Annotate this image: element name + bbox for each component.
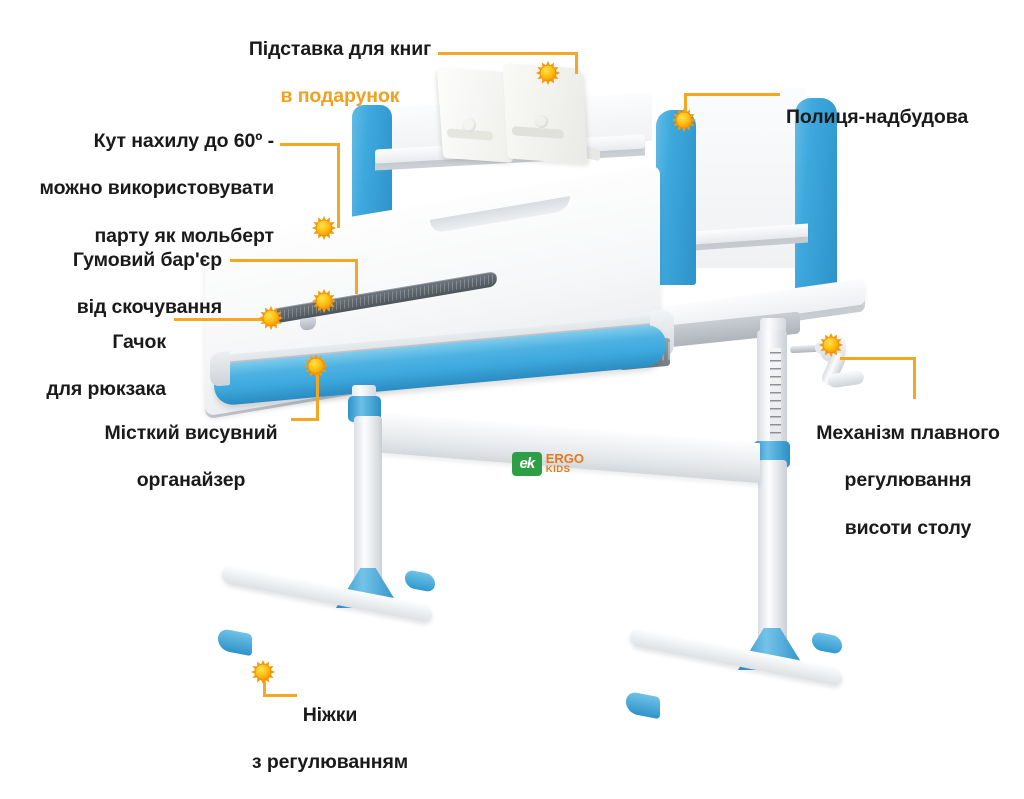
right-column-lower xyxy=(758,460,787,650)
callout-backpack-hook: Гачок для рюкзака xyxy=(20,307,166,426)
shelf-right-outer-panel xyxy=(795,98,837,298)
callout-adjustable-feet: Ніжки з регулюванням xyxy=(232,680,428,799)
leader-feet-vertical xyxy=(263,672,266,697)
marker-rubber-barrier-sun-icon[interactable] xyxy=(311,288,337,314)
marker-height-mech-sun-icon[interactable] xyxy=(818,332,844,358)
ergokids-logo-badge: ek xyxy=(512,451,542,476)
logo-ergo-text: ERGO xyxy=(545,451,584,467)
leader-hook-horizontal xyxy=(174,318,264,321)
callout-backpack-hook-line2: для рюкзака xyxy=(46,378,166,401)
marker-backpack-hook-sun-icon[interactable] xyxy=(258,305,284,331)
leader-mechanism-horizontal xyxy=(840,357,916,360)
marker-feet-sun-icon[interactable] xyxy=(250,659,276,685)
callout-organizer: Місткий висувний органайзер xyxy=(96,398,286,517)
book-stand-left-wing xyxy=(436,67,514,163)
logo-kids-text: KIDS xyxy=(545,464,571,476)
callout-adjustable-feet-line1: Ніжки xyxy=(302,703,358,726)
leader-shelf-horizontal xyxy=(684,93,780,96)
marker-shelf-addon-sun-icon[interactable] xyxy=(671,107,697,133)
left-foot-rear-cap xyxy=(405,569,435,593)
leader-barrier-horizontal xyxy=(230,259,358,262)
callout-height-mechanism-line3: висоти столу xyxy=(844,516,972,539)
book-stand-left-knob xyxy=(462,118,476,132)
callout-shelf-addon: Полиця-надбудова xyxy=(786,82,1016,153)
ergokids-logo-wordmark: ERGO KIDS xyxy=(546,452,584,475)
leader-tilt-vertical xyxy=(337,143,340,228)
callout-organizer-line1: Місткий висувний xyxy=(104,421,278,444)
callout-height-mechanism: Механізм плавного регулювання висоти сто… xyxy=(808,398,1008,564)
callout-tilt-angle-line3: парту як мольберт xyxy=(94,224,275,247)
callout-book-stand: Підставка для книг в подарунок xyxy=(240,14,440,133)
right-foot-bar xyxy=(630,627,842,687)
leader-mechanism-vertical xyxy=(913,357,916,399)
callout-tilt-angle-line2: можно використовувати xyxy=(39,177,275,200)
leader-feet-horizontal xyxy=(263,694,297,697)
height-scale-marks xyxy=(770,352,781,436)
leader-shelf-vertical xyxy=(684,93,687,120)
ergokids-logo: ek ERGO KIDS xyxy=(512,450,584,477)
callout-book-stand-line1: Підставка для книг xyxy=(248,37,432,60)
height-scale xyxy=(770,348,781,440)
callout-height-mechanism-line2: регулювання xyxy=(844,469,972,492)
left-column xyxy=(354,416,382,591)
callout-height-mechanism-line1: Механізм плавного xyxy=(816,421,1000,444)
leader-tilt-horizontal xyxy=(280,143,340,146)
callout-tilt-angle: Кут нахилу до 60º - можно використовуват… xyxy=(14,106,275,272)
marker-book-stand-sun-icon[interactable] xyxy=(535,60,561,86)
left-foot-front-cap xyxy=(218,627,252,657)
shelf-right-inner-panel xyxy=(656,110,696,285)
callout-book-stand-line2: в подарунок xyxy=(280,85,400,108)
callout-rubber-barrier: Гумовий бар'єр від скочування xyxy=(24,225,222,344)
left-foot-bar xyxy=(222,564,432,624)
callout-adjustable-feet-line2: з регулюванням xyxy=(251,751,409,774)
marker-tilt-angle-sun-icon[interactable] xyxy=(311,215,337,241)
callout-backpack-hook-line1: Гачок xyxy=(112,330,166,353)
right-foot-rear-cap xyxy=(812,631,842,655)
leader-book-stand-horizontal xyxy=(438,52,578,55)
leader-organizer-horizontal xyxy=(291,418,319,421)
right-foot-front-cap xyxy=(626,690,660,720)
organizer-left-cap xyxy=(210,351,230,387)
callout-rubber-barrier-line1: Гумовий бар'єр xyxy=(72,248,222,271)
callout-tilt-angle-line1: Кут нахилу до 60º - xyxy=(93,129,274,152)
callout-shelf-addon-line1: Полиця-надбудова xyxy=(786,105,969,128)
callout-organizer-line2: органайзер xyxy=(136,469,246,492)
callout-rubber-barrier-line2: від скочування xyxy=(76,296,222,319)
leader-book-stand-vertical xyxy=(575,52,578,74)
marker-organizer-sun-icon[interactable] xyxy=(303,353,329,379)
book-stand-right-knob xyxy=(535,115,548,128)
infographic-canvas: ek ERGO KIDS xyxy=(14,14,1016,774)
leader-organizer-vertical xyxy=(316,366,319,421)
leader-barrier-vertical xyxy=(355,259,358,294)
